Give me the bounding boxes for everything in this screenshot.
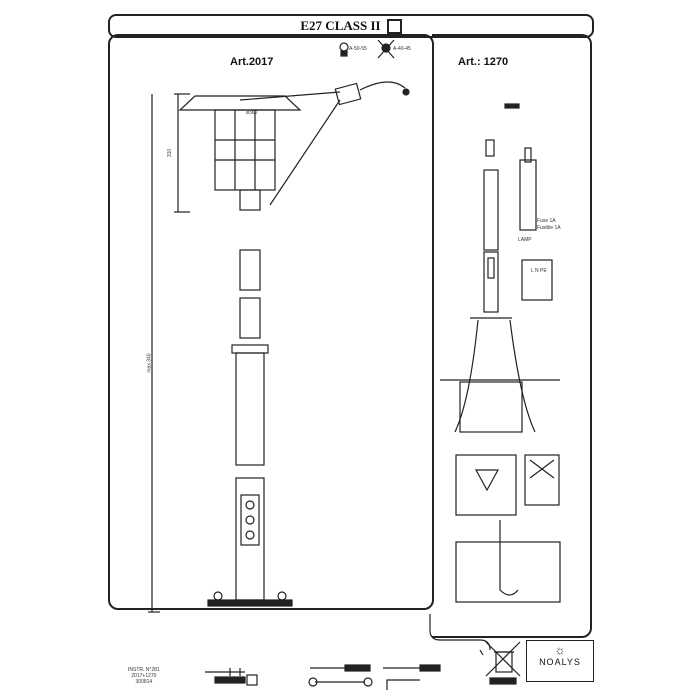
instr-number: INSTR. N°281: [128, 667, 160, 673]
dimension-lines: [148, 93, 190, 613]
title-bar: E27 CLASS II: [108, 14, 594, 38]
brand-name: NOALYS: [539, 657, 581, 667]
bulb-icons: [339, 39, 395, 59]
brand-logo: ☼ NOALYS: [526, 640, 594, 682]
bulb-callout: [239, 81, 410, 206]
page-title: E27 CLASS II: [300, 18, 381, 33]
left-panel: [108, 34, 434, 610]
diameter-label: ø360: [246, 110, 258, 116]
instr-articles: 2017+1270: [131, 673, 157, 679]
lamp-head: [178, 95, 302, 211]
post-1270: [440, 103, 561, 603]
fuse-label: Fuse 1A: [537, 218, 556, 224]
instr-date: 300814: [135, 679, 153, 685]
bulb-ok-label: A-50-55: [349, 46, 367, 52]
fusible-label: Fusible 1A: [537, 225, 561, 231]
terminal-label: L N PE: [531, 268, 547, 274]
lamp-label: LAMP: [518, 237, 532, 243]
right-panel: [432, 34, 592, 638]
weee-bin-icon: [485, 641, 521, 685]
class-ii-symbol: [386, 18, 402, 34]
pole: [207, 249, 293, 607]
article-1270-label: Art.: 1270: [458, 56, 509, 68]
bulb-no-label: A-40-45: [393, 46, 411, 52]
footer-tools: [205, 614, 491, 690]
instr-info: INSTR. N°281 2017+1270 300814: [128, 667, 160, 685]
article-2017-label: Art.2017: [230, 56, 274, 68]
sun-lamp-icon: ☼: [554, 643, 566, 657]
